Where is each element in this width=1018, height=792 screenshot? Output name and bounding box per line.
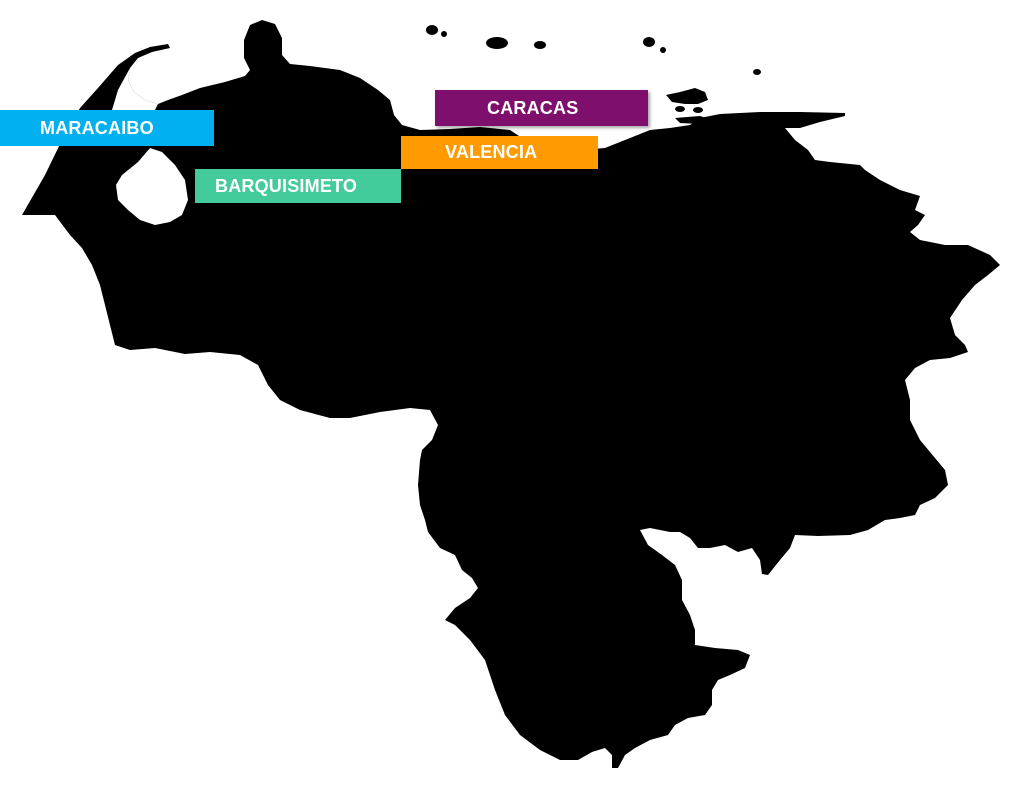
island [441, 31, 447, 37]
island [643, 37, 655, 47]
label-barquisimeto: BARQUISIMETO [195, 169, 401, 203]
label-maracaibo-text: MARACAIBO [40, 117, 154, 138]
island [426, 25, 438, 35]
island [534, 41, 546, 49]
label-valencia-text: VALENCIA [445, 142, 538, 162]
island-margarita [666, 88, 708, 104]
label-caracas: CARACAS [435, 90, 648, 126]
label-caracas-text: CARACAS [487, 97, 579, 118]
island-coche [675, 116, 712, 124]
island [753, 69, 761, 75]
lake-maracaibo [116, 148, 188, 225]
label-maracaibo: MARACAIBO [0, 110, 214, 146]
island [486, 37, 508, 49]
mainland-silhouette [22, 20, 1000, 768]
island [693, 107, 703, 113]
label-valencia: VALENCIA [401, 136, 598, 169]
island [675, 106, 685, 112]
island [660, 47, 666, 53]
label-barquisimeto-text: BARQUISIMETO [215, 175, 358, 196]
